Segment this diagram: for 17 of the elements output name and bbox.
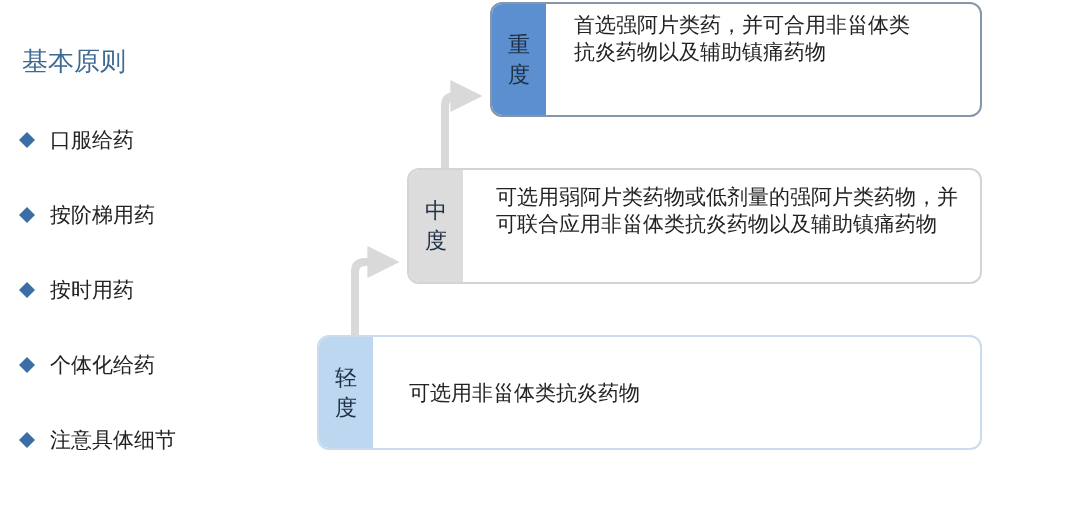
level-tab: 轻度: [319, 337, 373, 448]
description-text: 首选强阿片类药，并可合用非甾体类抗炎药物以及辅助镇痛药物: [574, 12, 911, 66]
bent-arrow: [351, 246, 400, 335]
list-item-text: 口服给药: [50, 127, 134, 154]
description-text: 可选用非甾体类抗炎药物: [409, 380, 641, 407]
list-item-text: 注意具体细节: [50, 427, 176, 454]
level-card: [407, 168, 982, 284]
heading: 基本原则: [22, 45, 126, 78]
level-card: [490, 2, 982, 117]
list-item-text: 按阶梯用药: [50, 202, 155, 229]
level-card: [317, 335, 982, 450]
level-tab: 中度: [409, 170, 463, 282]
bent-arrow: [441, 80, 483, 168]
level-tab: 重度: [492, 4, 546, 115]
description-text: 可选用弱阿片类药物或低剂量的强阿片类药物，并可联合应用非甾体类抗炎药物以及辅助镇痛药物: [496, 184, 959, 238]
list-item-text: 个体化给药: [50, 352, 155, 379]
list-item-text: 按时用药: [50, 277, 134, 304]
